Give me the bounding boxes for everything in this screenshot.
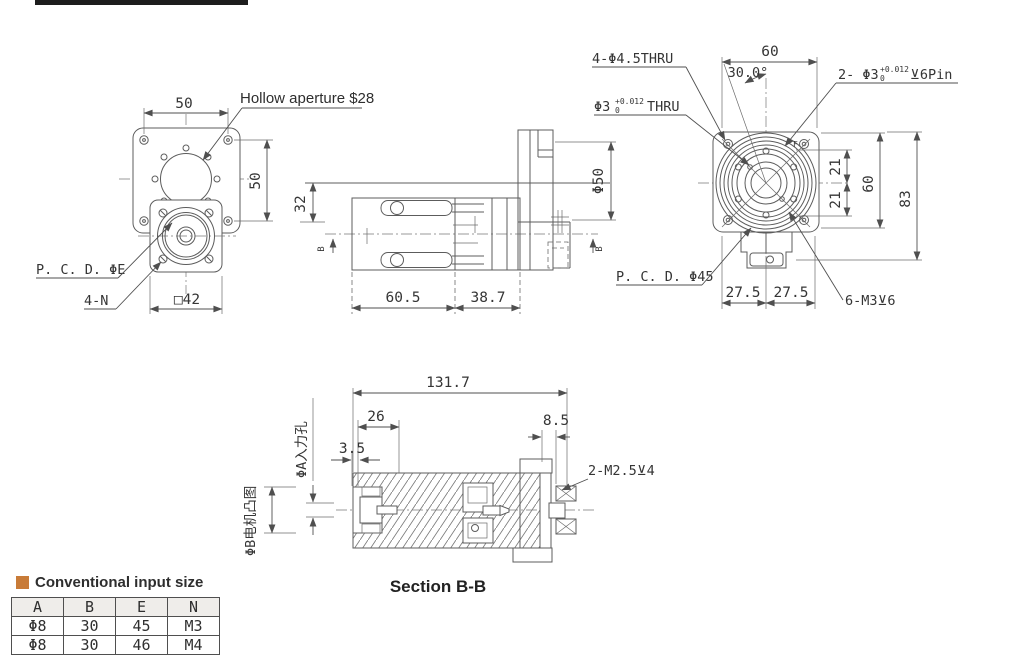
rear-dim-21-upper: 21 (828, 158, 844, 175)
cell: 30 (63, 616, 116, 636)
rear-pins-tol-upper: +0.012 (880, 65, 909, 74)
section-dim-26: 26 (367, 409, 384, 425)
section-dim-85: 8.5 (543, 413, 569, 429)
rear-4holes-label: 4-Φ4.5THRU (592, 51, 673, 67)
input-size-table: A B E N Φ8 30 45 M3 Φ8 30 46 M4 (11, 597, 220, 655)
cell: M3 (167, 616, 220, 636)
rear-pinhole-tol-lower: 0 (615, 106, 620, 115)
col-header-n: N (167, 597, 220, 617)
rear-pinhole-suffix: THRU (647, 99, 680, 115)
rear-pins-label: 2- Φ3 (838, 67, 879, 83)
legend-square-icon (16, 576, 29, 589)
rear-view: F 60 30.0° 4-Φ4.5THRU (592, 44, 958, 309)
side-dim-605: 60.5 (386, 290, 421, 306)
rear-pins-suffix: ⊻6Pin (910, 67, 952, 83)
hollow-aperture-label: Hollow aperture $28 (240, 90, 374, 107)
rear-dim-83: 83 (898, 190, 914, 207)
rear-pinhole-label: Φ3 (594, 99, 610, 115)
front-dim-right: 50 (248, 172, 264, 189)
rear-dim-275-left: 27.5 (726, 285, 761, 301)
cell: Φ8 (11, 616, 64, 636)
rear-tapped-label: 6-M3⊻6 (845, 293, 896, 309)
cell: 30 (63, 635, 116, 655)
rear-dim-60-right: 60 (861, 175, 877, 192)
side-dim-phi50: Φ50 (591, 168, 607, 194)
rear-dim-21-lower: 21 (828, 191, 844, 208)
section-motor-boss-label: ΦB电机凸图 (243, 486, 259, 556)
col-header-a: A (11, 597, 64, 617)
cropped-header-bar (35, 0, 248, 5)
section-caption: Section B-B (390, 577, 486, 596)
rear-pins-tol-lower: 0 (880, 74, 885, 83)
cell: 45 (115, 616, 168, 636)
cell: 46 (115, 635, 168, 655)
rear-pcd-label: P. C. D. Φ45 (616, 269, 714, 285)
rear-angle: 30.0° (728, 65, 769, 81)
rear-pinhole-tol-upper: +0.012 (615, 97, 644, 106)
front-dim-top: 50 (175, 96, 192, 112)
front-pcd-label: P. C. D. ΦE (36, 262, 125, 278)
side-dim-32: 32 (293, 195, 309, 212)
front-dim-square: □42 (174, 292, 200, 308)
front-view: 50 50 □42 Hollow aperture $28 P. C. D. Φ… (36, 90, 374, 314)
rear-dim-275-right: 27.5 (774, 285, 809, 301)
table-row: Φ8 30 45 M3 (11, 616, 220, 636)
cell: Φ8 (11, 635, 64, 655)
legend-text: Conventional input size (35, 574, 204, 591)
section-letter-left: B (317, 246, 327, 251)
section-letter-right: B (595, 246, 605, 251)
section-screws-label: 2-M2.5⊻4 (588, 463, 655, 479)
table-legend: Conventional input size (16, 574, 203, 591)
rear-dim-60-top: 60 (761, 44, 778, 60)
side-dim-387: 38.7 (471, 290, 506, 306)
front-4n-label: 4-N (84, 293, 108, 309)
section-dim-35: 3.5 (339, 441, 365, 457)
side-view: 32 Φ50 60.5 38.7 B B (293, 129, 616, 314)
section-input-hole-label: ΦA入力孔 (294, 421, 310, 478)
rear-datum-label: F (793, 140, 798, 149)
col-header-b: B (63, 597, 116, 617)
col-header-e: E (115, 597, 168, 617)
section-view: 131.7 26 3.5 8.5 2-M2.5⊻4 ΦA入力孔 (243, 375, 655, 596)
table-row: Φ8 30 46 M4 (11, 635, 220, 655)
cell: M4 (167, 635, 220, 655)
section-dim-total: 131.7 (426, 375, 470, 391)
